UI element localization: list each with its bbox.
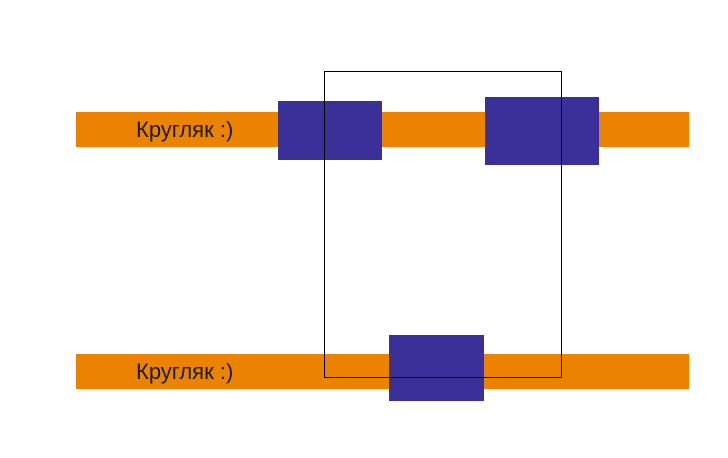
purple-block-right <box>485 97 599 165</box>
bar-label-bottom: Кругляк :) <box>136 359 234 384</box>
bar-label-top: Кругляк :) <box>136 117 234 142</box>
purple-block-bottom <box>389 335 484 401</box>
purple-block-left <box>278 101 382 160</box>
outline-frame <box>324 71 562 378</box>
orange-bar-bottom <box>76 354 689 389</box>
